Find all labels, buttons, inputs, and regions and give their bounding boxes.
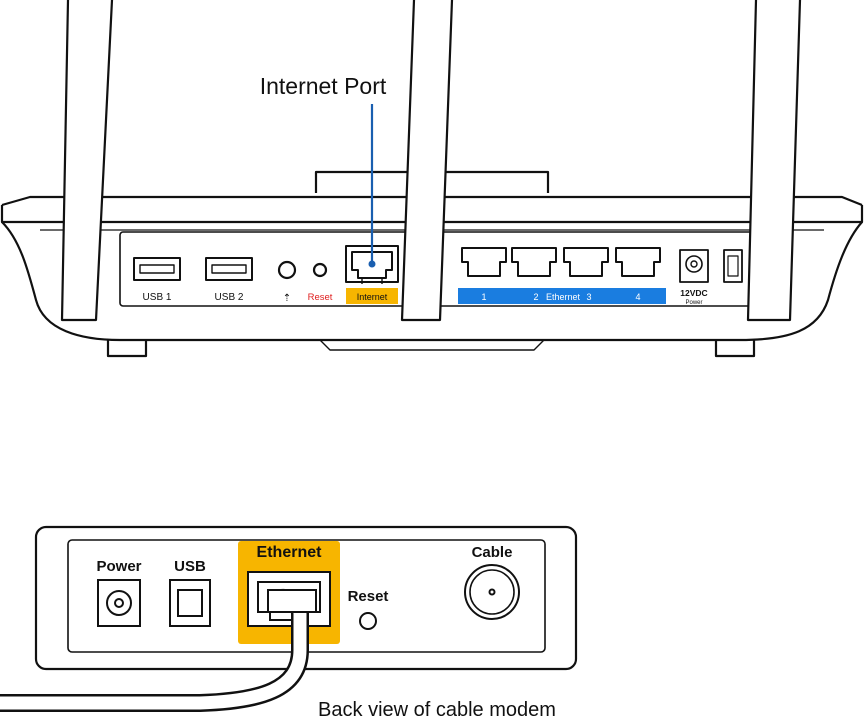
- modem-power-jack: [98, 580, 140, 626]
- modem-reset-label: Reset: [348, 588, 389, 605]
- router-usb1-port: [134, 258, 180, 280]
- router-usb2-port: [206, 258, 252, 280]
- modem-power-label: Power: [96, 558, 141, 575]
- modem-caption: Back view of cable modem: [318, 699, 556, 721]
- internet-port-callout: Internet Port: [260, 73, 387, 99]
- router-eth1-label: 1: [481, 292, 486, 302]
- modem-usb-label: USB: [174, 558, 206, 575]
- router-power-switch: [724, 250, 742, 282]
- router-eth2-label: 2: [533, 292, 538, 302]
- callout-leader-dot: [369, 261, 376, 268]
- router-ethernet-label: Ethernet: [546, 292, 581, 302]
- router-reset-label: Reset: [308, 292, 333, 303]
- router-internet-label: Internet: [357, 292, 388, 302]
- router-reset-button: [314, 264, 326, 276]
- router-wps-button: [279, 262, 295, 278]
- router-ethernet-ports: [462, 248, 660, 276]
- modem-ethernet-label: Ethernet: [257, 544, 323, 561]
- router-power-label: Power: [685, 300, 702, 306]
- ethernet-cable: [0, 590, 316, 703]
- modem-cable-connector: [465, 565, 519, 619]
- modem-reset-button: [360, 613, 376, 629]
- router-dc-label: 12VDC: [680, 288, 707, 298]
- modem-usb-port: [170, 580, 210, 626]
- router-usb2-label: USB 2: [215, 292, 244, 303]
- router-eth3-label: 3: [586, 292, 591, 302]
- router-wps-icon: ⇡: [283, 293, 291, 304]
- router-antennas: [62, 0, 800, 320]
- modem-cable-label: Cable: [472, 544, 513, 561]
- router-usb1-label: USB 1: [143, 292, 172, 303]
- router-power-jack: [680, 250, 708, 282]
- router-eth4-label: 4: [635, 292, 640, 302]
